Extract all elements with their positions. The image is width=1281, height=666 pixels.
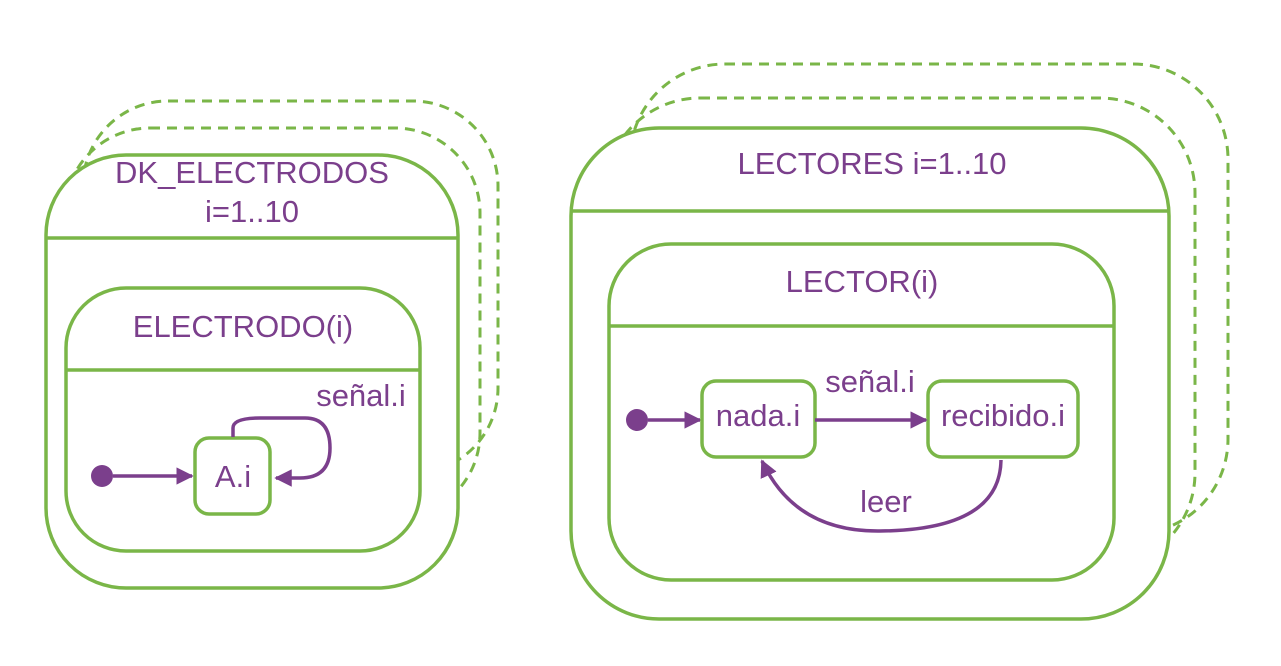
lectores-group: LECTORES i=1..10 LECTOR(i) nada.i recibi… [569,62,1230,621]
transition-senal-label: señal.i [825,364,915,399]
dk-electrodos-range: i=1..10 [205,194,299,229]
dk-electrodos-title: DK_ELECTRODOS [115,155,389,190]
lectores-shadow-back [628,62,1230,536]
self-loop-transition [231,416,332,487]
self-loop-label: señal.i [316,378,406,413]
state-recibido-i-label: recibido.i [941,398,1065,433]
transition-leer [760,459,1003,533]
lectores-title: LECTORES i=1..10 [737,146,1006,181]
transition-leer-label: leer [860,484,912,519]
lector-initial-pseudostate [626,409,648,431]
electrodo-initial-pseudostate [91,465,113,487]
dk-electrodos-group: DK_ELECTRODOS i=1..10 ELECTRODO(i) A.i s… [44,99,500,590]
state-recibido-i [926,379,1080,459]
state-a-i-label: A.i [215,459,251,494]
lector-title: LECTOR(i) [786,264,939,299]
state-a-i [193,436,272,516]
electrodo-title: ELECTRODO(i) [133,309,353,344]
state-nada-i-label: nada.i [716,398,800,433]
